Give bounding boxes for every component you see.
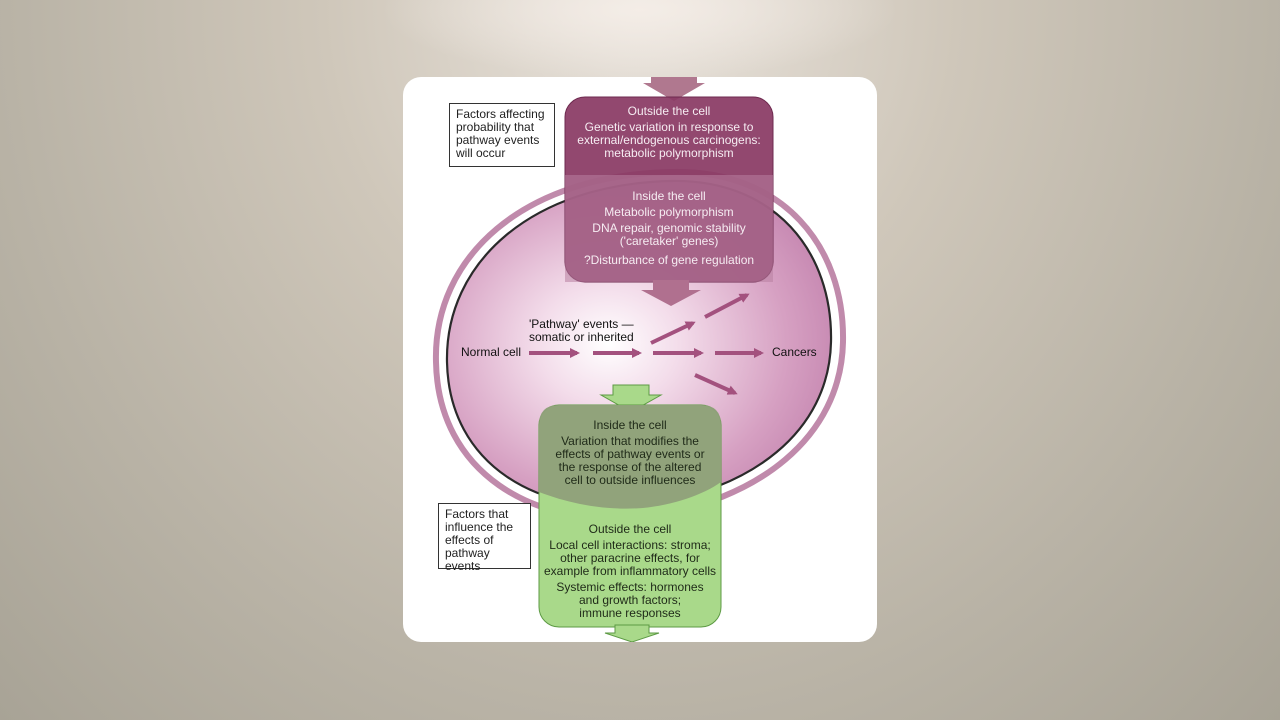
bottom-inside-line: effects of pathway events or [555, 447, 705, 461]
bottom-outside-line: and growth factors; [578, 593, 682, 607]
bottom-outside-line: example from inflammatory cells [543, 564, 717, 578]
pathway-arrow-branch-down [694, 373, 738, 395]
pathway-label-line-2: somatic or inherited [529, 330, 634, 344]
bottom-inside-text: Inside the cell Variation that modifies … [539, 419, 721, 487]
bottom-inside-line: the response of the altered [558, 460, 702, 474]
top-inside-line: DNA repair, genomic stability [592, 221, 746, 235]
bottom-outside-line: other paracrine effects, for [560, 551, 700, 565]
diagram-graphics [432, 77, 847, 642]
top-outside-line: external/endogenous carcinogens: [577, 133, 761, 147]
top-inside-title: Inside the cell [632, 189, 706, 203]
top-incoming-arrow [643, 77, 705, 101]
cancers-label: Cancers [772, 345, 817, 359]
factors-probability-text: Factors affecting probability that pathw… [456, 107, 545, 160]
top-outside-line: metabolic polymorphism [604, 146, 734, 160]
bottom-outside-text: Outside the cell Local cell interactions… [539, 523, 721, 620]
bottom-outside-line: immune responses [579, 606, 681, 620]
pathway-events-label: 'Pathway' events — somatic or inherited [529, 318, 634, 344]
top-outside-title: Outside the cell [627, 104, 711, 118]
pathway-arrow-branch-up-2 [704, 293, 750, 319]
top-outside-line: Genetic variation in response to [584, 120, 754, 134]
bottom-panel-inside-overlay [539, 405, 721, 509]
factors-probability-box: Factors affecting probability that pathw… [449, 103, 555, 167]
top-inside-line: Metabolic polymorphism [604, 205, 734, 219]
top-panel-inside-overlay [565, 175, 773, 282]
pathway-label-line-1: 'Pathway' events — [529, 317, 634, 331]
factors-influence-box: Factors that influence the effects of pa… [438, 503, 531, 573]
pathway-arrow-branch-up [650, 321, 696, 345]
factors-influence-text: Factors that influence the effects of pa… [445, 507, 514, 573]
green-arrow-down [599, 384, 663, 413]
diagram-card: Factors affecting probability that pathw… [403, 77, 877, 642]
bottom-outgoing-arrow [604, 624, 660, 642]
bottom-outside-title: Outside the cell [588, 522, 672, 536]
down-arrow-into-cell [641, 280, 701, 306]
top-inside-line: ('caretaker' genes) [619, 234, 719, 248]
bottom-inside-line: Variation that modifies the [561, 434, 699, 448]
bottom-inside-line: cell to outside influences [564, 473, 696, 487]
top-outside-text: Outside the cell Genetic variation in re… [565, 105, 773, 160]
top-inside-text: Inside the cell Metabolic polymorphism D… [565, 190, 773, 267]
bottom-outside-line: Local cell interactions: stroma; [549, 538, 711, 552]
bottom-outside-line: Systemic effects: hormones [556, 580, 704, 594]
background-glow [380, 0, 900, 80]
normal-cell-label: Normal cell [461, 345, 522, 359]
bottom-inside-title: Inside the cell [593, 418, 667, 432]
top-inside-line: ?Disturbance of gene regulation [583, 253, 755, 267]
